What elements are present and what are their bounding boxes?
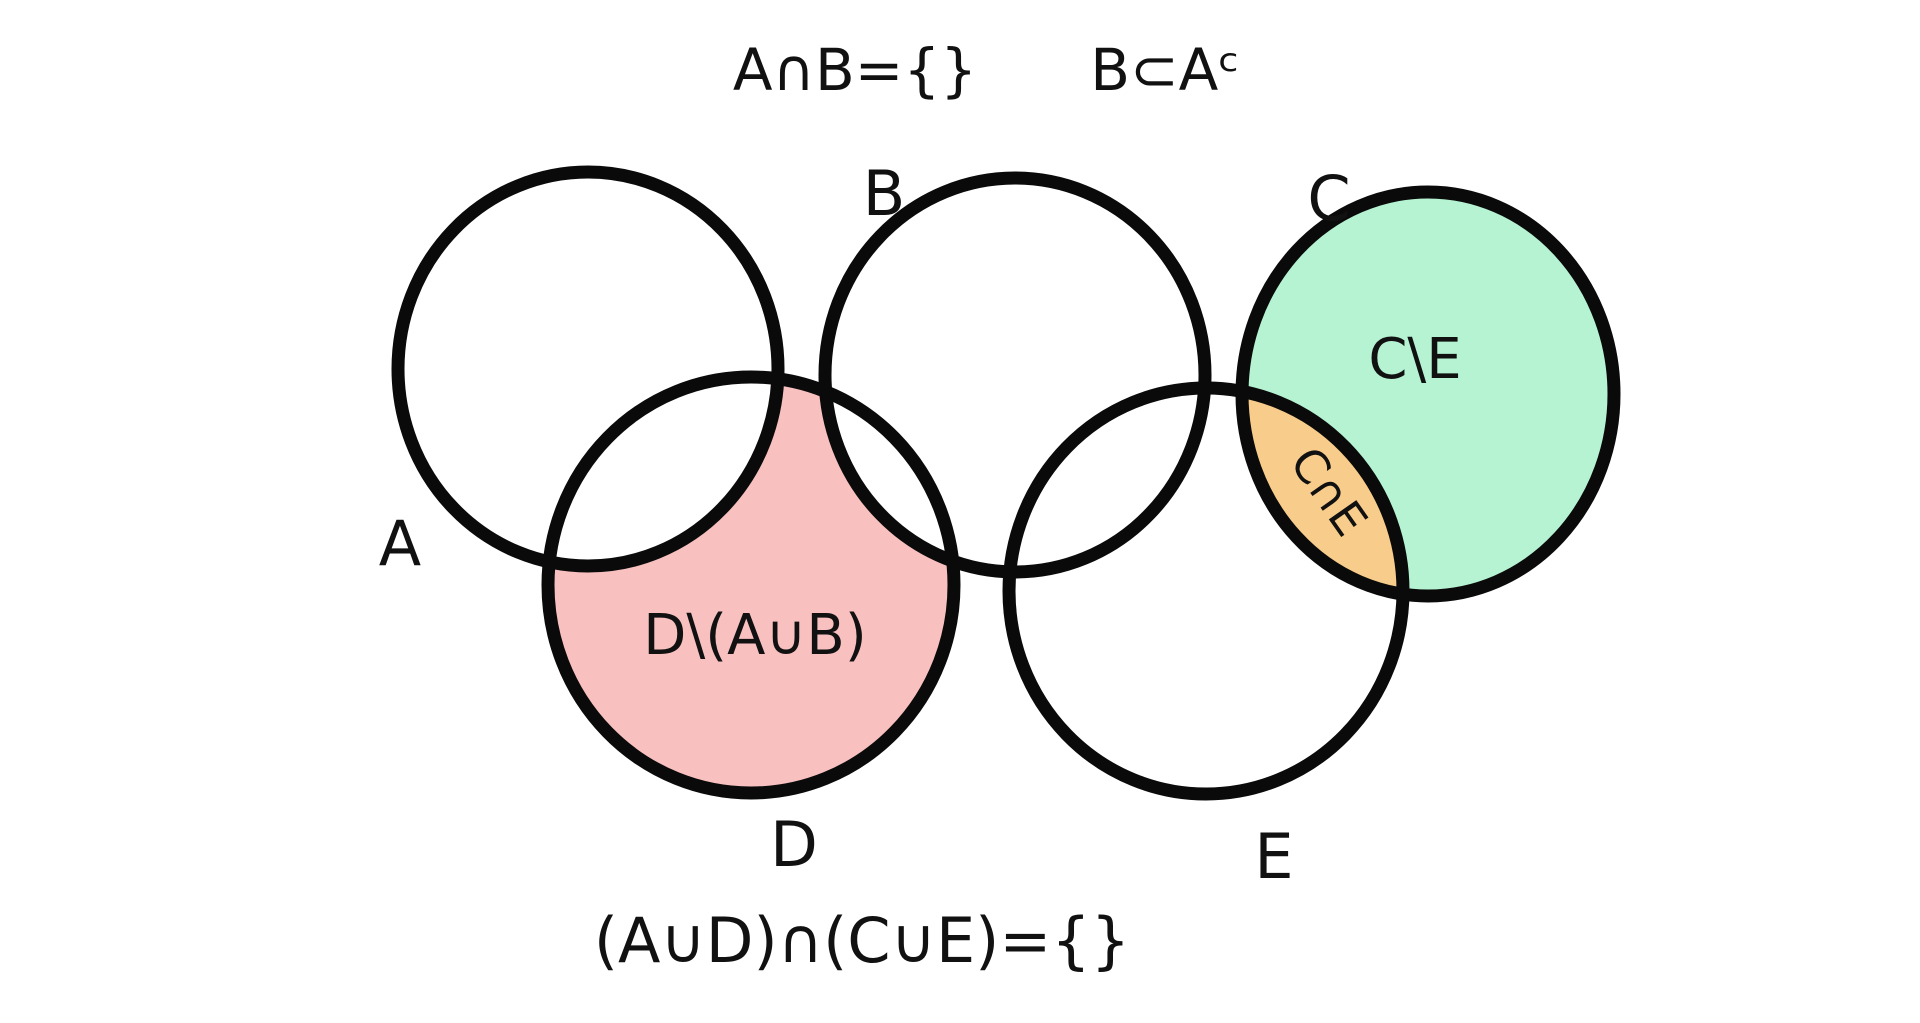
region-label-c-minus-e: C\E [1368, 327, 1461, 392]
set-a-fill [398, 172, 778, 566]
label-set-e: E [1254, 820, 1293, 893]
title-a-intersect-b: A∩B={} [733, 36, 977, 104]
region-c-intersect-e [1242, 388, 1403, 596]
title-b-subset-a-complement: B⊂Aᶜ [1090, 36, 1240, 104]
set-e-circle [1002, 381, 1410, 801]
region-label-d-minus-a-union-b: D\(A∪B) [643, 603, 866, 668]
label-set-b: B [863, 157, 906, 230]
set-d-circle [541, 370, 961, 800]
label-set-a: A [379, 507, 421, 580]
label-set-d: D [770, 808, 818, 881]
label-set-c: C [1307, 162, 1350, 235]
bottom-equation: (A∪D)∩(C∪E)={} [594, 904, 1130, 977]
set-a-circle [391, 165, 785, 573]
